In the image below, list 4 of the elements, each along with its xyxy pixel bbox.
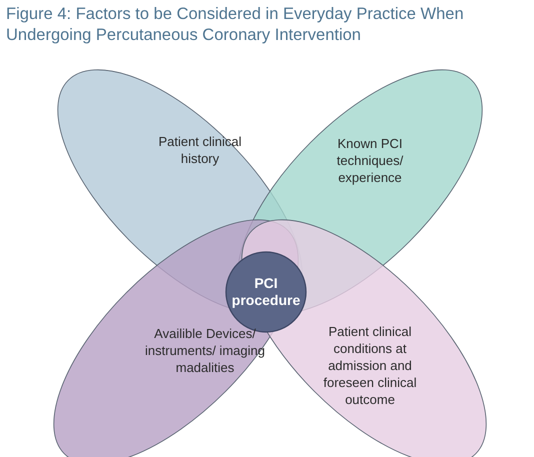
figure-title: Figure 4: Factors to be Considered in Everyday Practice When Undergoing Percutaneous Coronary Intervention xyxy=(6,4,465,46)
factor-label: Patient clinical conditions at admission and foreseen clinical outcome xyxy=(322,322,418,408)
factor-label: Known PCI techniques/ experience xyxy=(336,134,404,186)
center-label: PCI procedure xyxy=(230,275,302,309)
